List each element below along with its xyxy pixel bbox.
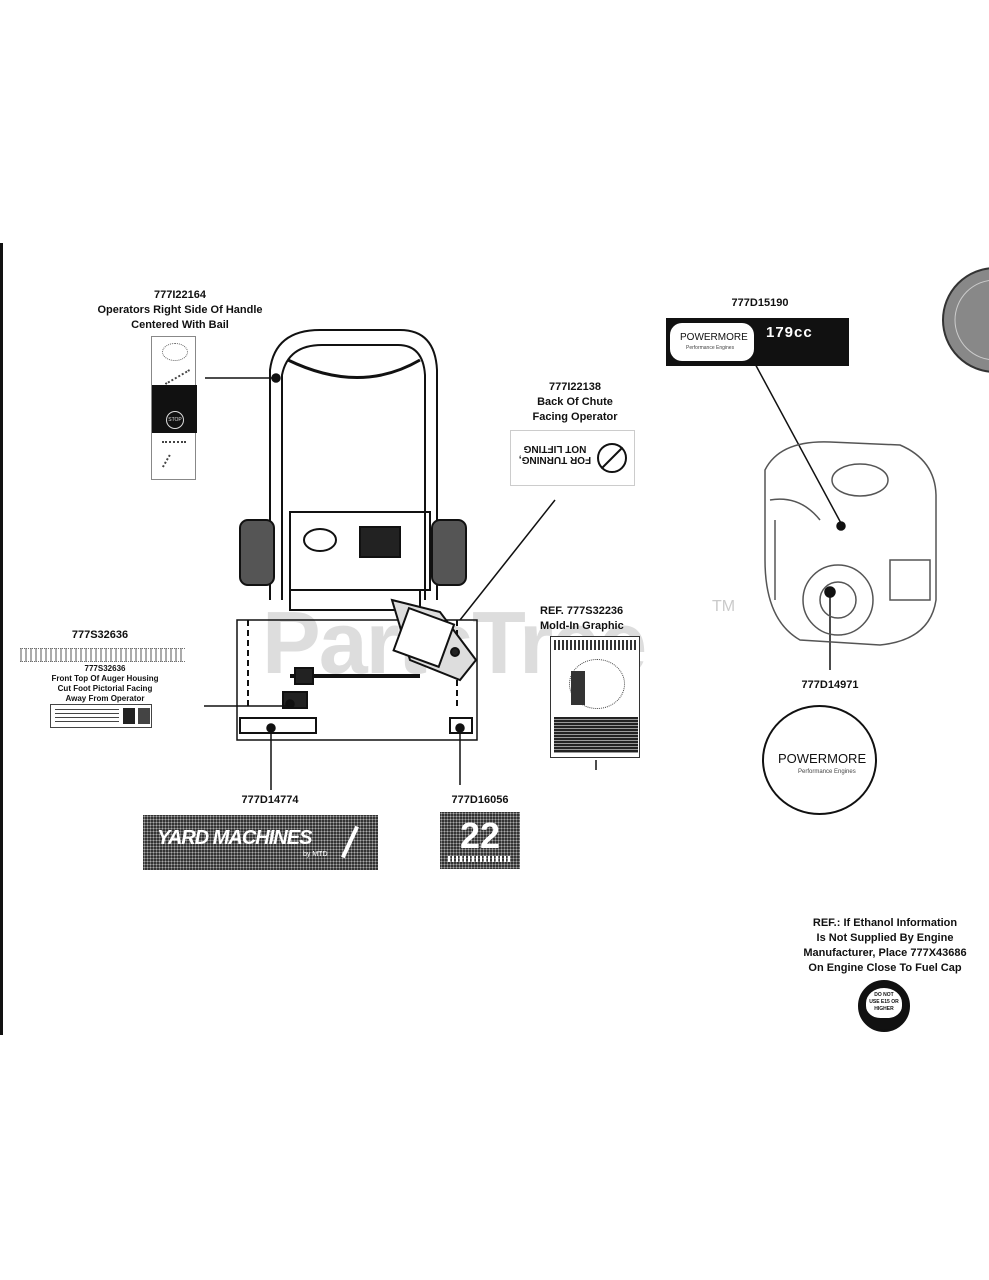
size-badge-decal: 22: [440, 812, 520, 869]
note-line: Manufacturer, Place 777X43686: [803, 947, 967, 959]
part-number: 777D14971: [801, 679, 859, 691]
part-number: 777I22164: [154, 289, 206, 301]
size-decal-callout: 777D16056: [430, 793, 530, 808]
no-hand-icon: [597, 443, 627, 473]
powermore-bar-white-panel: POWERMORE Performance Engines: [670, 323, 754, 361]
yard-machines-decal: YARD MACHINES by MTD: [143, 815, 378, 870]
location-line: Away From Operator: [65, 694, 145, 703]
handle-decal-callout: 777I22164 Operators Right Side Of Handle…: [80, 288, 280, 333]
auger-callout: 777S32636: [20, 628, 180, 643]
moldin-warning-block: [554, 717, 638, 753]
location-line: Cut Foot Pictorial Facing: [57, 684, 153, 693]
part-number: 777I22138: [549, 381, 601, 393]
do-not-badge-inner: DO NOT USE E15 OR HIGHER: [866, 988, 902, 1018]
moldin-pictogram: [569, 659, 625, 709]
moldin-graphic: [550, 636, 640, 758]
part-number: 777S32636: [84, 664, 126, 673]
chute-warning-text: FOR TURNING, NOT LIFTING: [518, 443, 592, 465]
yard-machines-byline: by MTD: [303, 851, 328, 858]
brand-decal-callout: 777D14774: [210, 793, 330, 808]
note-line: Is Not Supplied By Engine: [816, 932, 954, 944]
part-number: 777S32636: [71, 629, 129, 641]
yard-machines-swoosh: [341, 825, 359, 859]
part-number: 777D15190: [731, 297, 789, 309]
powermore-round-decal: POWERMORE Performance Engines: [762, 705, 877, 815]
auger-warning-icon: [123, 708, 135, 724]
powermore-bar-brand: POWERMORE: [680, 332, 748, 343]
size-badge-strip: [448, 856, 512, 862]
handle-decal-icon: [161, 454, 189, 478]
location-line: Back Of Chute: [537, 396, 613, 408]
note-line: On Engine Close To Fuel Cap: [808, 962, 962, 974]
watermark-trademark: TM: [712, 598, 736, 615]
part-number: 777D14774: [241, 794, 299, 806]
handle-decal-icon: [162, 441, 186, 455]
chute-warning-decal: FOR TURNING, NOT LIFTING: [510, 430, 635, 486]
powermore-cc: 179cc: [766, 324, 813, 341]
ethanol-note: REF.: If Ethanol Information Is Not Supp…: [790, 916, 980, 976]
engine-top-callout: 777D15190: [700, 296, 820, 311]
powermore-round-brand: POWERMORE: [778, 751, 867, 766]
part-number: 777D16056: [451, 794, 509, 806]
location-line: Front Top Of Auger Housing: [51, 674, 159, 683]
auger-location-note: 777S32636 Front Top Of Auger Housing Cut…: [30, 664, 180, 704]
location-line: Operators Right Side Of Handle: [97, 304, 263, 316]
moldin-callout: REF. 777S32236 Mold-In Graphic: [540, 604, 650, 634]
handle-decal: STOP: [151, 336, 197, 480]
handle-decal-icon: [162, 343, 188, 361]
note-line: REF.: If Ethanol Information: [812, 917, 958, 929]
handle-decal-panel: STOP: [152, 385, 197, 433]
auger-decal-strip: [20, 648, 185, 662]
moldin-header-strip: [554, 640, 636, 650]
engine-side-callout: 777D14971: [770, 678, 890, 693]
handle-decal-icon: [157, 357, 191, 385]
size-badge-number: 22: [459, 815, 501, 856]
chute-decal-callout: 777I22138 Back Of Chute Facing Operator: [510, 380, 640, 425]
prohibition-slash: [600, 446, 624, 470]
page-border: [0, 243, 3, 1035]
do-not-use-badge: DO NOT USE E15 OR HIGHER: [858, 980, 910, 1032]
powermore-bar-subtitle: Performance Engines: [686, 345, 735, 351]
auger-warning-lines: [55, 709, 119, 725]
moldin-person-icon: [571, 671, 585, 705]
reference-line: REF. 777S32236: [540, 605, 624, 617]
auger-warning-decal: [50, 704, 152, 728]
yard-machines-logo: YARD MACHINES: [157, 827, 312, 849]
handle-decal-stop-icon: STOP: [166, 411, 184, 429]
location-line: Facing Operator: [532, 411, 618, 423]
powermore-round-subtitle: Performance Engines: [798, 769, 856, 775]
powermore-bar-decal: POWERMORE Performance Engines 179cc: [666, 318, 849, 366]
auger-warning-icon: [138, 708, 150, 724]
location-line: Centered With Bail: [131, 319, 229, 331]
reference-line: Mold-In Graphic: [540, 620, 624, 632]
